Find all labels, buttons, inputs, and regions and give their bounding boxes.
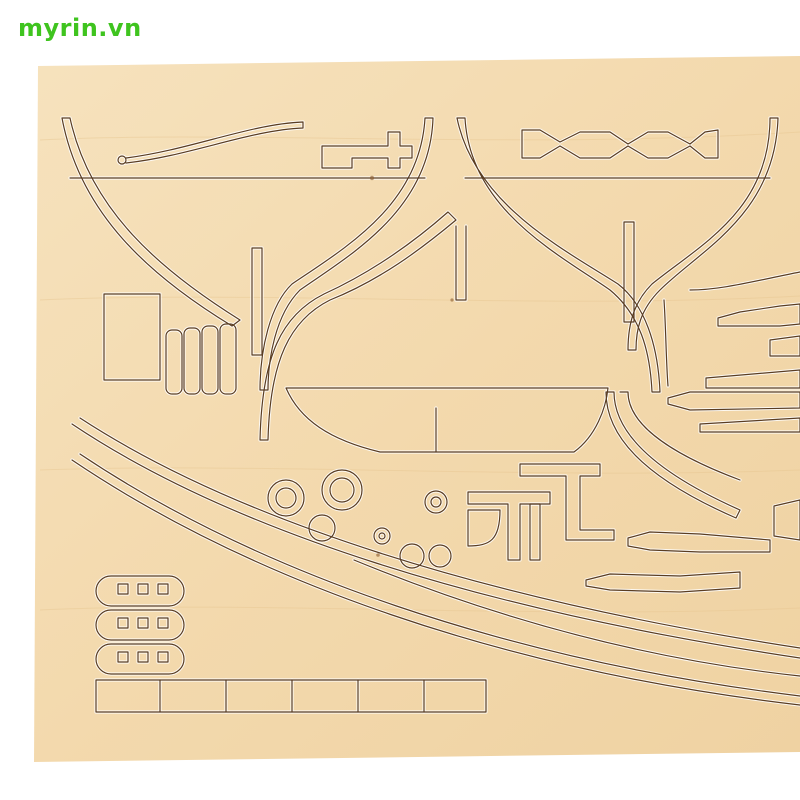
hull-frame-icon: [605, 271, 800, 519]
hull-frame-icon: [456, 117, 779, 393]
bracket-part: [467, 463, 615, 561]
rib-strip-icon: [71, 417, 800, 706]
ring-icon: [267, 469, 452, 569]
laser-cut-parts: [61, 117, 800, 713]
hull-frame-icon: [251, 211, 635, 441]
hull-frame-icon: [61, 117, 434, 391]
rod-part: [117, 121, 304, 165]
cannon-icon: [585, 303, 800, 593]
burn-marks: [369, 175, 454, 557]
hull-plate-icon: [285, 387, 609, 453]
watermark-text: myrin.vn: [18, 14, 142, 42]
deck-plank-icon: [95, 575, 185, 675]
deck-plank-icon: [103, 293, 237, 395]
deck-plank-icon: [95, 679, 487, 713]
plywood-sheet: [34, 56, 800, 762]
bracket-part: [321, 131, 413, 169]
rail-part: [521, 129, 719, 159]
